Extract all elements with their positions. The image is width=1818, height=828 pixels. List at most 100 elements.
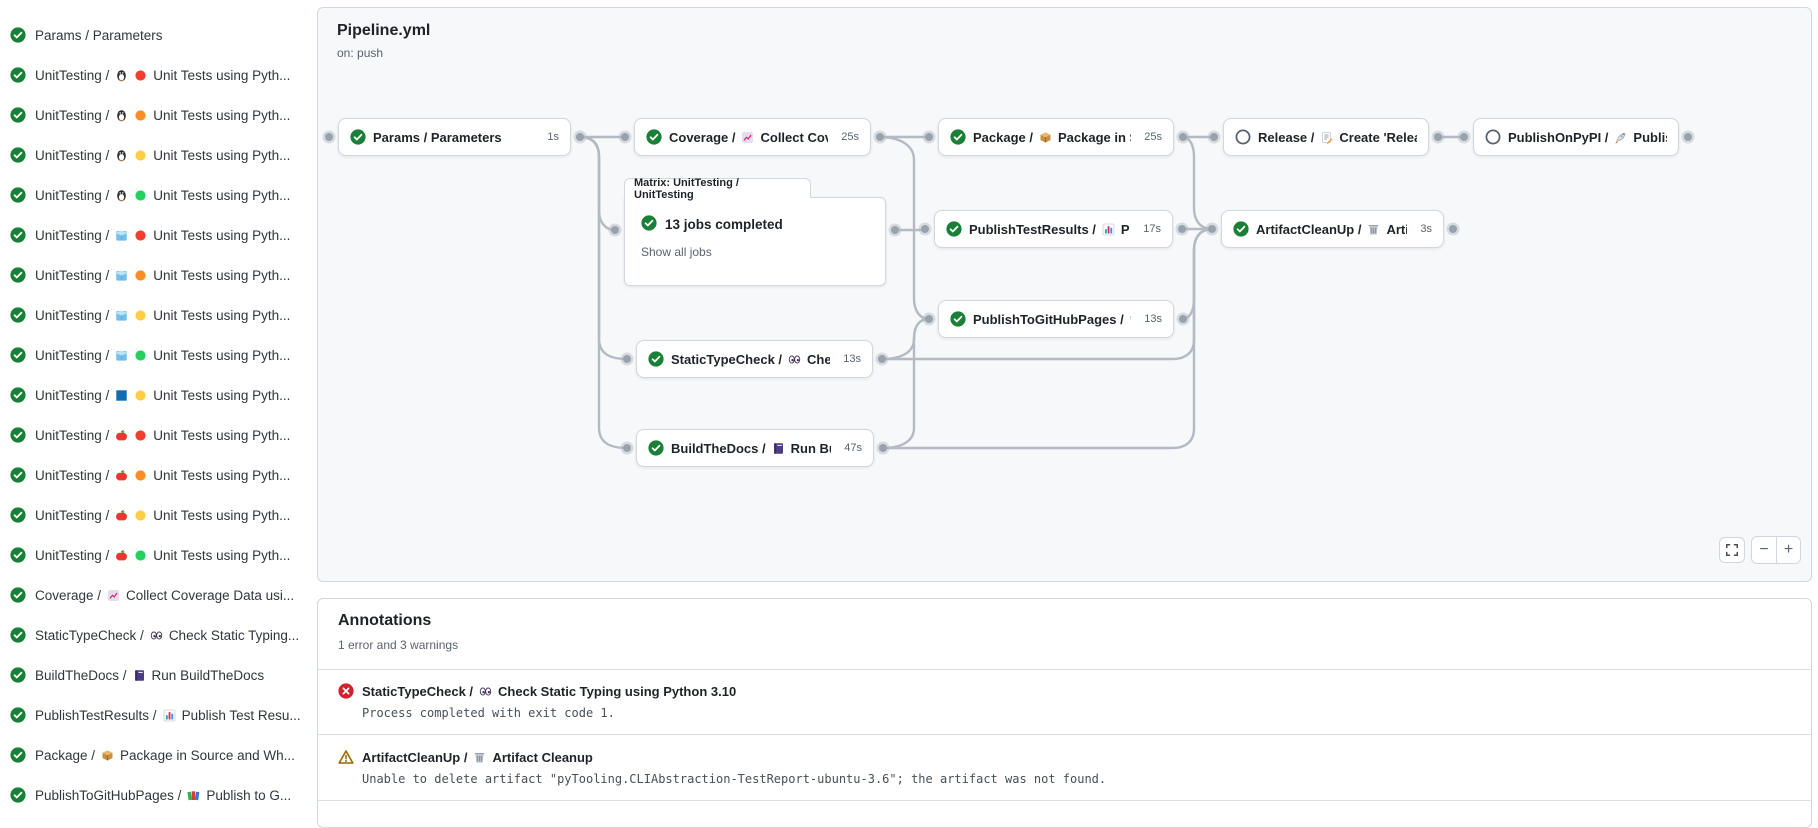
edge-port: [876, 133, 884, 141]
wastebasket-icon: [473, 751, 486, 764]
memo-pencil-icon: [1320, 131, 1333, 144]
job-node-build-the-docs[interactable]: BuildTheDocs /Run Buil...47s: [636, 429, 874, 467]
label-text: Publish Test Resu...: [182, 708, 301, 723]
label-text: UnitTesting /: [35, 268, 109, 283]
sidebar-job-item[interactable]: UnitTesting / Unit Tests using Pyth...: [10, 55, 290, 95]
bar-chart-icon: [1102, 223, 1115, 236]
rocket-icon: [1614, 131, 1627, 144]
sidebar-job-item[interactable]: PublishToGitHubPages /Publish to G...: [10, 775, 291, 815]
edge-port: [325, 133, 333, 141]
label-text: ArtifactCleanUp /: [1256, 222, 1361, 237]
job-node-static-type-check[interactable]: StaticTypeCheck /Chec...13s: [636, 340, 873, 378]
label-text: Params / Parameters: [35, 28, 163, 43]
job-node-release[interactable]: Release /Create 'Release P...: [1223, 118, 1429, 156]
dot-yellow-icon: [134, 509, 147, 522]
edge-port: [891, 226, 899, 234]
sidebar-job-item[interactable]: UnitTesting /Unit Tests using Pyth...: [10, 495, 290, 535]
label-text: UnitTesting /: [35, 68, 109, 83]
sidebar-job-item[interactable]: UnitTesting /Unit Tests using Pyth...: [10, 135, 290, 175]
show-all-jobs-link[interactable]: Show all jobs: [641, 245, 712, 259]
skipped-circle-icon: [1485, 129, 1501, 145]
check-circle-icon: [641, 215, 657, 231]
sidebar-job-item[interactable]: BuildTheDocs /Run BuildTheDocs: [10, 655, 264, 695]
sidebar-job-item[interactable]: UnitTesting /Unit Tests using Pyth...: [10, 335, 290, 375]
sidebar-job-item[interactable]: UnitTesting /Unit Tests using Pyth...: [10, 295, 290, 335]
x-circle-icon: [338, 683, 354, 699]
sidebar-job-label: UnitTesting /Unit Tests using Pyth...: [35, 548, 290, 563]
plus-icon: +: [1784, 541, 1793, 559]
edge-port: [621, 133, 629, 141]
sidebar-job-item[interactable]: UnitTesting /Unit Tests using Pyth...: [10, 175, 290, 215]
label-text: Collect Cove...: [760, 130, 828, 145]
edge-port: [1208, 225, 1216, 233]
dot-yellow-icon: [134, 389, 147, 402]
check-circle-icon: [10, 267, 26, 283]
sidebar-job-label: UnitTesting /Unit Tests using Pyth...: [35, 268, 290, 283]
sidebar-job-item[interactable]: UnitTesting /Unit Tests using Pyth...: [10, 415, 290, 455]
zoom-in-button[interactable]: +: [1776, 536, 1801, 564]
matrix-group-card[interactable]: 13 jobs completed Show all jobs: [624, 197, 886, 286]
sidebar-job-item[interactable]: Params / Parameters: [10, 15, 163, 55]
job-node-label: PublishOnPyPI /Publish to ...: [1508, 130, 1667, 145]
sidebar-job-item[interactable]: UnitTesting /Unit Tests using Pyth...: [10, 255, 290, 295]
job-duration: 25s: [835, 131, 859, 143]
job-node-publish-test-results[interactable]: PublishTestResults /Pu...17s: [934, 210, 1173, 248]
job-node-params[interactable]: Params / Parameters1s: [338, 118, 571, 156]
sidebar-job-item[interactable]: PublishTestResults / Publish Test Resu...: [10, 695, 301, 735]
label-text: PublishTestResults /: [35, 708, 157, 723]
dot-orange-icon: [134, 469, 147, 482]
sidebar-job-item[interactable]: UnitTesting /Unit Tests using Pyth...: [10, 95, 290, 135]
wastebasket-icon: [1367, 223, 1380, 236]
notebook-icon: [133, 669, 146, 682]
sidebar-job-label: UnitTesting /Unit Tests using Pyth...: [35, 468, 290, 483]
sidebar-job-item[interactable]: UnitTesting /Unit Tests using Pyth...: [10, 535, 290, 575]
annotation-title[interactable]: StaticTypeCheck /Check Static Typing usi…: [362, 684, 736, 699]
sidebar-job-item[interactable]: Coverage /Collect Coverage Data usi...: [10, 575, 294, 615]
edge-port: [1210, 133, 1218, 141]
ice-icon: [115, 309, 128, 322]
annotation-title[interactable]: ArtifactCleanUp /Artifact Cleanup: [362, 750, 593, 765]
apple-icon: [115, 429, 128, 442]
label-text: UnitTesting /: [35, 148, 109, 163]
edge-port: [878, 355, 886, 363]
sidebar-job-item[interactable]: UnitTesting /Unit Tests using Pyth...: [10, 215, 290, 255]
sidebar-job-item[interactable]: UnitTesting /Unit Tests using Pyth...: [10, 455, 290, 495]
edge-port: [1179, 315, 1187, 323]
job-node-coverage[interactable]: Coverage /Collect Cove...25s: [634, 118, 871, 156]
annotations-panel: Annotations 1 error and 3 warnings Stati…: [317, 598, 1812, 828]
sidebar-job-label: UnitTesting /Unit Tests using Pyth...: [35, 108, 290, 123]
label-text: PublishTestResults /: [969, 222, 1096, 237]
label-text: Release /: [1258, 130, 1314, 145]
job-node-package[interactable]: Package /Package in So...25s: [938, 118, 1174, 156]
label-text: Unit Tests using Pyth...: [153, 468, 290, 483]
job-duration: 13s: [837, 353, 861, 365]
annotations-title: Annotations: [338, 612, 431, 630]
sidebar-job-item[interactable]: UnitTesting /Unit Tests using Pyth...: [10, 375, 290, 415]
zoom-out-button[interactable]: −: [1751, 536, 1776, 564]
check-circle-icon: [10, 787, 26, 803]
sidebar-job-label: Package /Package in Source and Wh...: [35, 748, 295, 763]
fullscreen-button[interactable]: [1719, 537, 1745, 563]
sidebar-job-item[interactable]: Package /Package in Source and Wh...: [10, 735, 295, 775]
job-node-publish-to-github-pages[interactable]: PublishToGitHubPages /...13s: [938, 300, 1174, 338]
sidebar-job-label: UnitTesting /Unit Tests using Pyth...: [35, 188, 290, 203]
job-node-publish-on-pypi[interactable]: PublishOnPyPI /Publish to ...: [1473, 118, 1679, 156]
chart-increasing-icon: [107, 589, 120, 602]
dot-yellow-icon: [134, 149, 147, 162]
label-text: Check Static Typing using Python 3.10: [498, 684, 736, 699]
label-text: Package /: [35, 748, 95, 763]
label-text: UnitTesting /: [35, 508, 109, 523]
sidebar-job-item[interactable]: StaticTypeCheck /Check Static Typing...: [10, 615, 299, 655]
edge-port: [623, 444, 631, 452]
penguin-icon: [115, 149, 128, 162]
dot-red-icon: [134, 69, 147, 82]
annotation-item: StaticTypeCheck /Check Static Typing usi…: [318, 669, 1811, 735]
label-text: Unit Tests using Pyth...: [153, 68, 290, 83]
label-text: Run BuildTheDocs: [152, 668, 265, 683]
ice-icon: [115, 269, 128, 282]
edge-port: [1449, 225, 1457, 233]
label-text: Artifac...: [1386, 222, 1407, 237]
job-node-artifact-cleanup[interactable]: ArtifactCleanUp /Artifac...3s: [1221, 210, 1444, 248]
sidebar-job-label: BuildTheDocs /Run BuildTheDocs: [35, 668, 264, 683]
windows-icon: [115, 389, 128, 402]
